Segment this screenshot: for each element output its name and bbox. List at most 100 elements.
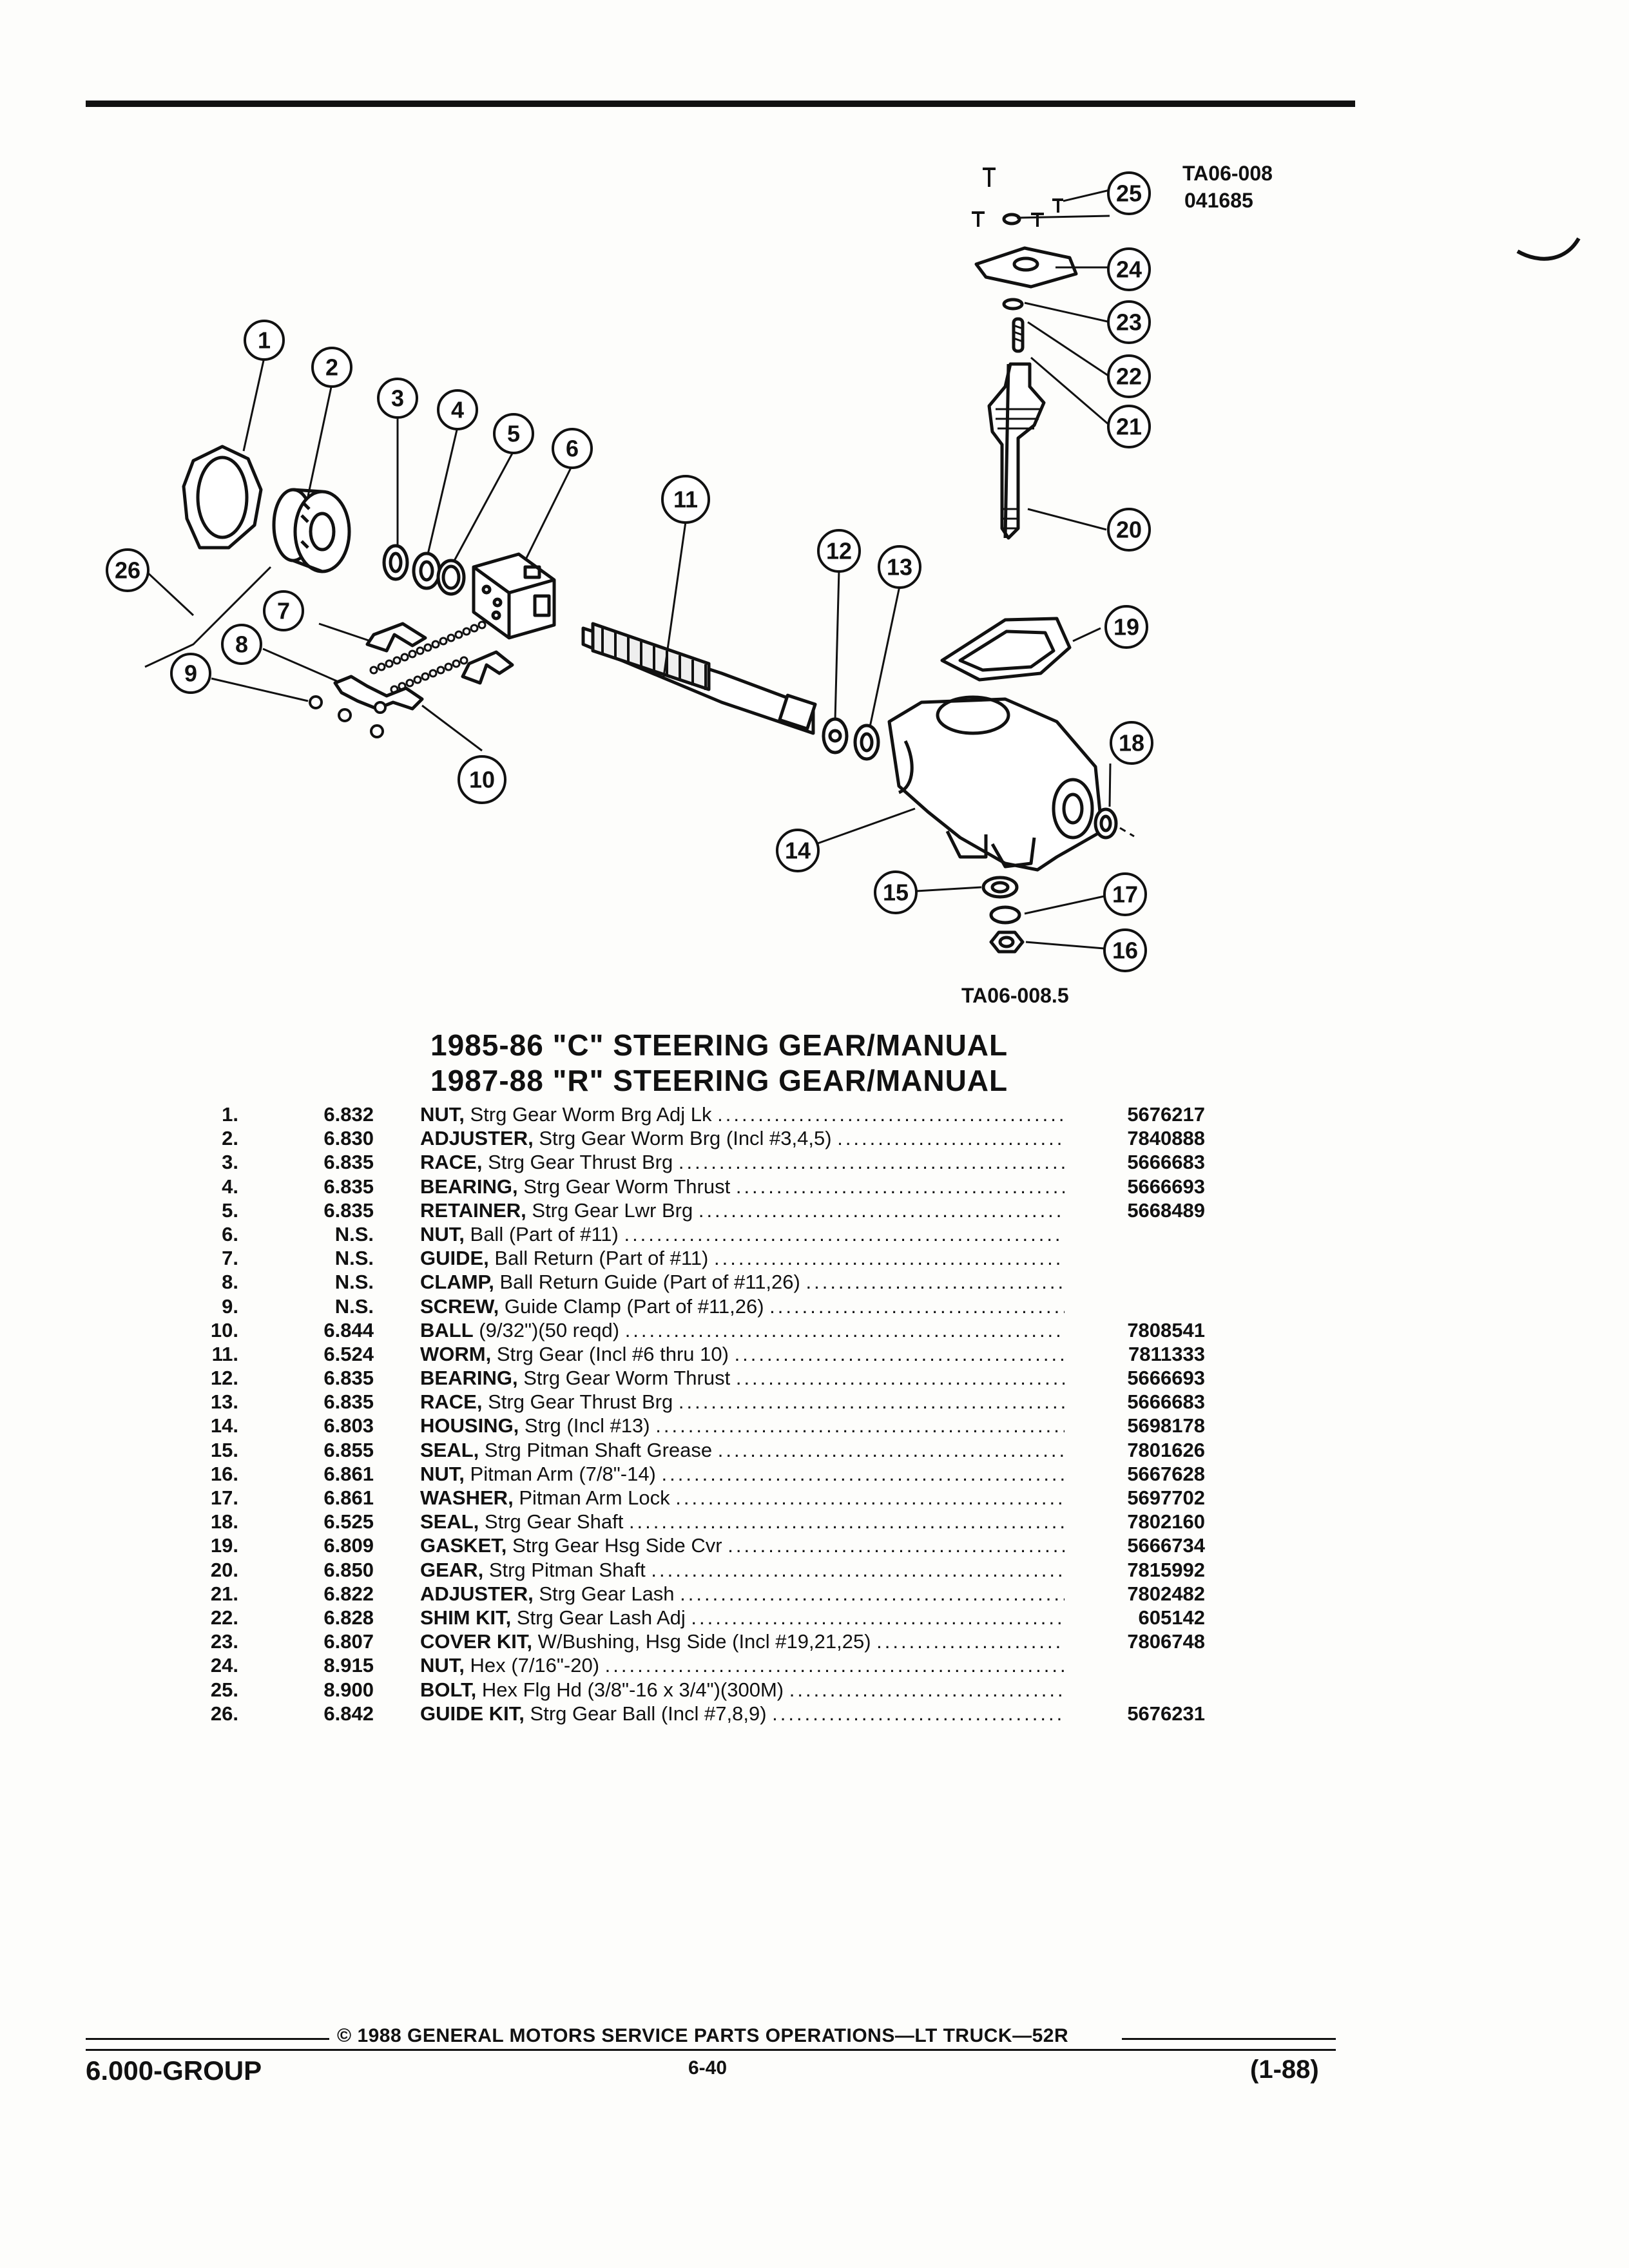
title-line-2: 1987-88 "R" STEERING GEAR/MANUAL [430, 1064, 1008, 1097]
part-detail: Strg Gear Worm Brg Adj Lk [470, 1103, 712, 1126]
dot-leader: ........................................… [735, 1175, 1065, 1198]
group-code: 8.915 [323, 1654, 374, 1677]
part-detail: Ball Return (Part of #11) [494, 1247, 709, 1270]
callout-12: 12 [817, 529, 861, 573]
part-detail: Strg Gear Worm Thrust [523, 1175, 731, 1198]
part-name: BEARING, [420, 1175, 518, 1198]
item-number: 2. [222, 1127, 238, 1150]
callout-16: 16 [1103, 928, 1147, 972]
part-description: BALL (9/32")(50 reqd) ..................… [420, 1319, 1065, 1342]
part-detail: (9/32")(50 reqd) [479, 1318, 620, 1341]
top-rule [86, 101, 1355, 107]
part-row: 8.N.S.CLAMP, Ball Return Guide (Part of … [187, 1271, 1231, 1294]
svg-text:6: 6 [566, 436, 579, 462]
part-number: 5668489 [1127, 1198, 1205, 1222]
part-description: BEARING, Strg Gear Worm Thrust .........… [420, 1367, 1065, 1390]
part-description: GUIDE KIT, Strg Gear Ball (Incl #7,8,9) … [420, 1702, 1065, 1725]
figure-ref-bottom: TA06-008.5 [961, 984, 1069, 1007]
part-detail: Strg Gear Shaft [484, 1510, 624, 1533]
group-code: 6.835 [323, 1198, 374, 1222]
page-number: 6-40 [688, 2057, 728, 2079]
callout-18: 18 [1110, 721, 1153, 765]
title-line-1: 1985-86 "C" STEERING GEAR/MANUAL [430, 1028, 1008, 1062]
figure-ref-top-sub: 041685 [1184, 189, 1253, 212]
group-code: 6.832 [323, 1103, 374, 1126]
part-number: 5666683 [1127, 1151, 1205, 1174]
item-number: 3. [222, 1151, 238, 1174]
item-number: 18. [210, 1510, 238, 1533]
svg-text:10: 10 [469, 767, 495, 793]
callout-23: 23 [1107, 300, 1151, 344]
part-name: CLAMP, [420, 1271, 494, 1294]
part-detail: Ball Return Guide (Part of #11,26) [499, 1271, 800, 1294]
part-description: GEAR, Strg Pitman Shaft ................… [420, 1559, 1065, 1582]
group-code: N.S. [334, 1271, 374, 1294]
svg-text:17: 17 [1112, 881, 1138, 908]
dot-leader: ........................................… [734, 1342, 1065, 1365]
part-detail: Strg Pitman Shaft Grease [484, 1438, 713, 1461]
svg-text:3: 3 [391, 385, 404, 412]
callout-21: 21 [1107, 405, 1151, 448]
part-description: ADJUSTER, Strg Gear Lash ...............… [420, 1582, 1065, 1606]
part-detail: Hex (7/16"-20) [470, 1654, 600, 1677]
svg-text:22: 22 [1116, 363, 1142, 390]
group-code: 6.835 [323, 1175, 374, 1198]
part-detail: W/Bushing, Hsg Side (Incl #19,21,25) [537, 1630, 871, 1653]
svg-text:24: 24 [1116, 256, 1142, 283]
svg-text:11: 11 [673, 486, 698, 513]
dot-leader: ........................................… [624, 1222, 1065, 1245]
item-number: 16. [210, 1462, 238, 1485]
group-code: 6.861 [323, 1462, 374, 1485]
callout-4: 4 [437, 389, 478, 430]
part-description: GASKET, Strg Gear Hsg Side Cvr .........… [420, 1534, 1065, 1557]
callout-2: 2 [311, 347, 352, 388]
dot-leader: ........................................… [680, 1582, 1065, 1605]
group-code: 6.809 [323, 1534, 374, 1557]
svg-text:7: 7 [277, 598, 290, 624]
svg-text:1: 1 [258, 327, 271, 354]
group-code: 6.850 [323, 1558, 374, 1581]
dot-leader: ........................................… [624, 1318, 1065, 1341]
part-description: NUT, Strg Gear Worm Brg Adj Lk .........… [420, 1103, 1065, 1126]
part-detail: Strg Gear Lash [539, 1582, 675, 1605]
part-description: SHIM KIT, Strg Gear Lash Adj ...........… [420, 1606, 1065, 1629]
footer-left-rule [86, 2038, 329, 2040]
part-detail: Strg Gear Thrust Brg [488, 1390, 673, 1414]
group-code: 6.830 [323, 1127, 374, 1150]
callout-15: 15 [874, 870, 918, 914]
part-description: SCREW, Guide Clamp (Part of #11,26) ....… [420, 1295, 1065, 1318]
adjuster-lock-nut-drawing [182, 445, 263, 550]
svg-text:21: 21 [1116, 414, 1142, 440]
part-number: 7840888 [1127, 1127, 1205, 1150]
dot-leader: ........................................… [678, 1390, 1065, 1414]
part-detail: Strg Gear Lwr Brg [532, 1198, 693, 1222]
part-description: GUIDE, Ball Return (Part of #11) .......… [420, 1247, 1065, 1270]
worm-shaft-drawing [581, 622, 817, 735]
svg-text:20: 20 [1116, 517, 1142, 543]
item-number: 24. [210, 1654, 238, 1677]
dot-leader: ........................................… [628, 1510, 1065, 1533]
copyright-notice: © 1988 GENERAL MOTORS SERVICE PARTS OPER… [337, 2025, 1069, 2046]
item-number: 19. [210, 1534, 238, 1557]
part-detail: Strg (Incl #13) [524, 1414, 650, 1437]
dot-leader: ........................................… [735, 1367, 1065, 1390]
callout-20: 20 [1107, 508, 1151, 552]
part-description: RACE, Strg Gear Thrust Brg .............… [420, 1151, 1065, 1174]
group-code: 6.835 [323, 1367, 374, 1390]
dot-leader: ........................................… [728, 1534, 1065, 1557]
svg-text:26: 26 [115, 557, 140, 584]
dot-leader: ........................................… [655, 1414, 1065, 1437]
dot-leader: ........................................… [661, 1462, 1065, 1485]
group-label: 6.000-GROUP [86, 2055, 262, 2086]
part-name: NUT, [420, 1462, 465, 1485]
svg-text:19: 19 [1113, 614, 1139, 640]
part-number: 7811333 [1128, 1342, 1205, 1365]
part-description: SEAL, Strg Gear Shaft ..................… [420, 1510, 1065, 1533]
